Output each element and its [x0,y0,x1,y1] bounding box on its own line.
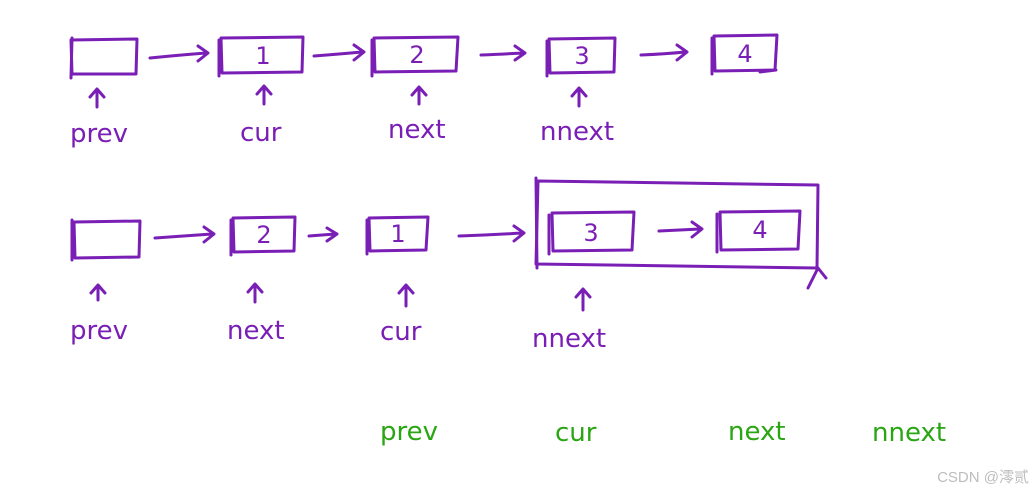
row1-node-3: 3 [545,36,617,78]
row2-arrow-1 [153,225,216,244]
row1-label-next: next [388,115,446,145]
svg-text:2: 2 [256,221,271,249]
row2-pointer-arrow-nnext [574,287,592,312]
row2-node-1: 1 [365,215,430,256]
row2-arrow-4 [657,220,704,239]
row2-node-2: 2 [229,215,297,257]
svg-text:3: 3 [583,219,598,247]
row1-label-prev: prev [70,119,128,149]
row1-arrow-4 [639,43,689,62]
order-label-prev: prev [380,417,438,447]
row2-pointer-arrow-next [246,282,264,304]
watermark: CSDN @澪贰 [937,469,1029,486]
row1-arrow-2 [312,43,366,62]
svg-text:4: 4 [737,40,752,68]
row2-pointer-arrow-prev [89,283,107,302]
row2-label-next: next [227,316,285,346]
row1-pointer-arrow-nnext [570,86,588,108]
row1: 1 2 3 4 [69,33,779,109]
row2-group-box [534,176,828,290]
row2-arrow-2 [307,226,339,243]
order-label-cur: cur [555,418,597,448]
row2-pointer-labels: prev next cur nnext [70,316,606,354]
row1-pointer-labels: prev cur next nnext [70,115,614,149]
order-label-next: next [728,417,786,447]
row2-label-prev: prev [70,316,128,346]
row2-node-3: 3 [547,210,636,256]
row2-node-4: 4 [715,209,802,254]
row2-pointer-arrow-cur [397,283,415,308]
svg-text:3: 3 [574,42,589,70]
row1-label-nnext: nnext [540,117,614,147]
svg-text:1: 1 [390,220,405,248]
row2: 2 1 3 4 [70,176,828,312]
row1-pointer-arrow-next [410,85,428,106]
row2-label-nnext: nnext [532,324,606,354]
row2-node-head [70,218,142,262]
row1-arrow-3 [479,44,527,62]
row2-label-cur: cur [380,317,422,347]
assignment-order-labels: prev cur next nnext [380,417,946,448]
row1-pointer-arrow-cur [255,84,273,106]
row2-arrow-3 [457,224,526,243]
row1-node-head [69,36,139,80]
row1-node-2: 2 [370,35,460,78]
svg-text:1: 1 [255,42,270,70]
svg-text:2: 2 [409,41,424,69]
row1-label-cur: cur [240,118,282,148]
row1-pointer-arrow-prev [88,87,106,109]
row1-node-1: 1 [217,35,305,78]
order-label-nnext: nnext [872,418,946,448]
row1-arrow-1 [148,44,210,63]
svg-text:4: 4 [752,216,767,244]
row1-node-4: 4 [710,33,779,76]
